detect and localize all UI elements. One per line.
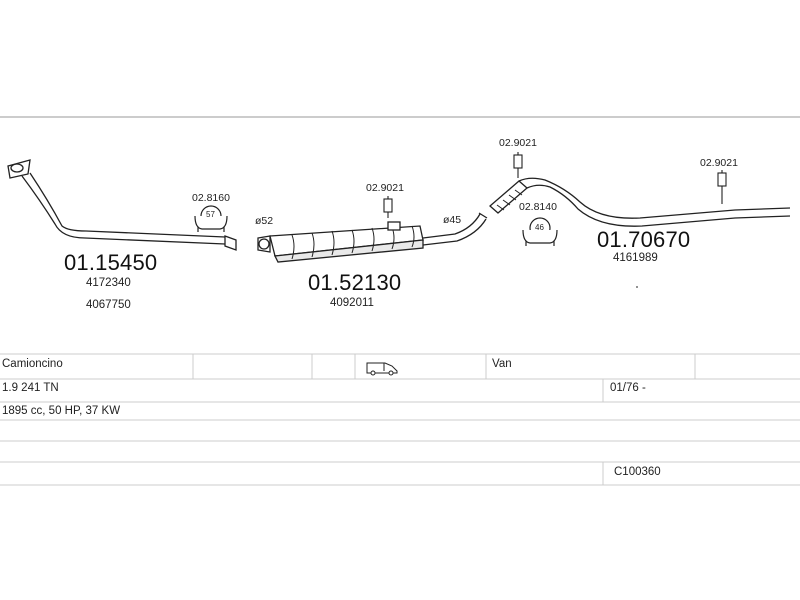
outlet-diameter: ø45: [443, 214, 462, 226]
hanger-rear-right: [717, 170, 727, 204]
clamp-rear: [522, 217, 558, 246]
vehicle-model: 1.9 241 TN: [2, 382, 59, 394]
rear-pipe-code: 01.70670: [597, 227, 691, 252]
clamp-front-diameter: 57: [206, 210, 215, 219]
vehicle-date: 01/76 -: [610, 382, 646, 394]
hanger-middle-code: 02.9021: [366, 182, 404, 194]
hanger-rear-left: [513, 152, 523, 178]
inlet-diameter: ø52: [255, 215, 274, 227]
hanger-rear-left-code: 02.9021: [499, 137, 537, 149]
middle-silencer-ref: 4092011: [330, 297, 374, 309]
clamp-front-code: 02.8160: [192, 192, 230, 204]
front-pipe-ref-2: 4067750: [86, 299, 131, 311]
body-type-it: Camioncino: [2, 358, 63, 370]
engine-spec: 1895 cc, 50 HP, 37 KW: [2, 405, 121, 417]
middle-silencer-code: 01.52130: [308, 270, 402, 295]
info-table-rules: [0, 353, 800, 486]
body-type-en: Van: [492, 358, 512, 370]
rear-pipe-ref: 4161989: [613, 252, 658, 264]
dot-mark: [636, 286, 638, 288]
front-pipe-code: 01.15450: [64, 250, 158, 275]
front-pipe-ref-1: 4172340: [86, 277, 131, 289]
rear-pipe: [489, 177, 791, 227]
middle-silencer: [257, 212, 488, 263]
system-code: C100360: [614, 466, 661, 478]
van-icon: [366, 362, 398, 376]
front-pipe: [7, 159, 237, 251]
clamp-front: [194, 205, 228, 232]
hanger-rear-right-code: 02.9021: [700, 157, 738, 169]
clamp-rear-diameter: 46: [535, 223, 544, 232]
hanger-middle: [383, 196, 393, 218]
clamp-rear-code: 02.8140: [519, 201, 557, 213]
